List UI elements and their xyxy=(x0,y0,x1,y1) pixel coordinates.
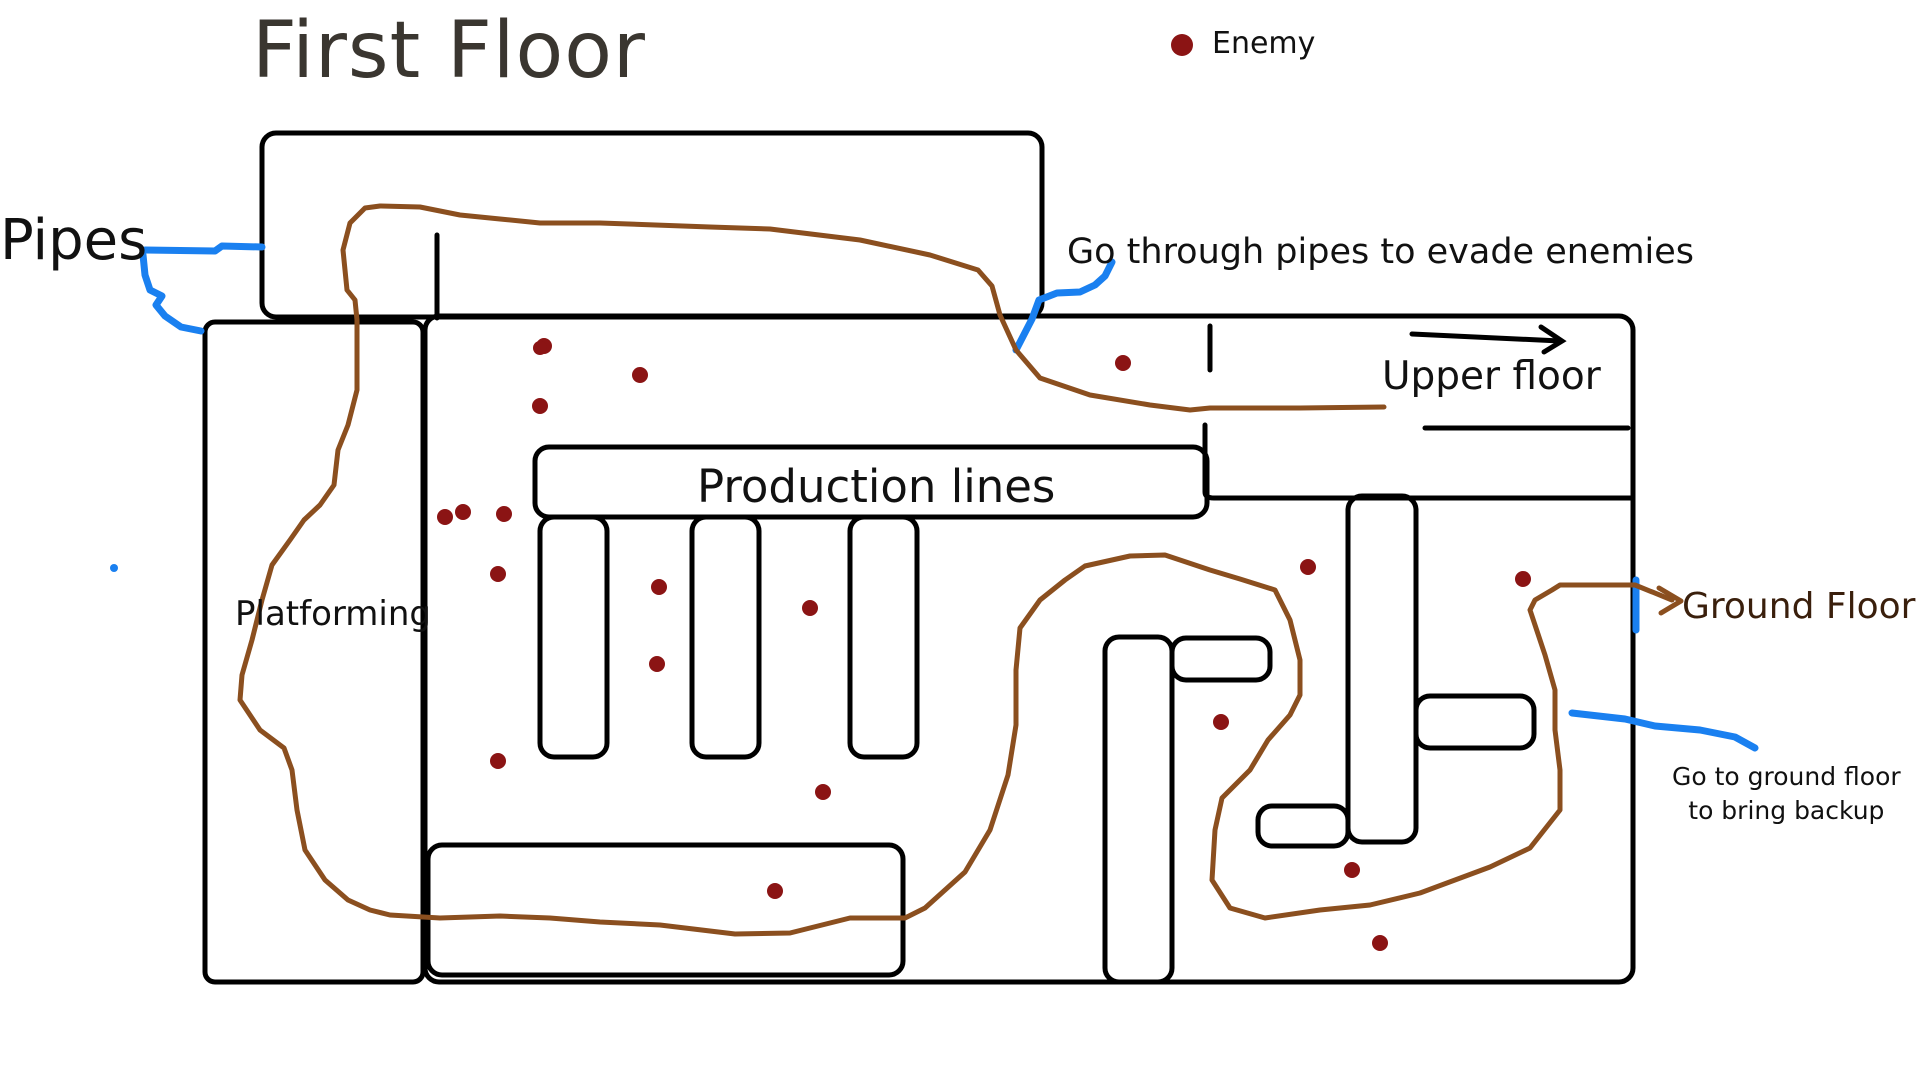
ground-floor-note: Go to ground floor to bring backup xyxy=(1672,760,1901,828)
enemy-dot xyxy=(1372,935,1388,951)
enemy-dot xyxy=(437,509,453,525)
enemy-dot xyxy=(649,656,665,672)
enemies xyxy=(437,338,1531,951)
block-small xyxy=(1255,803,1351,849)
walls xyxy=(202,130,1636,985)
enemy-dot xyxy=(455,504,471,520)
upper-floor-label: Upper floor xyxy=(1382,354,1601,399)
platforming-room xyxy=(202,319,426,985)
pipe-left-drop xyxy=(139,251,205,335)
lower-left-room xyxy=(425,842,906,978)
enemy-dot xyxy=(1344,862,1360,878)
pipe-ground xyxy=(1568,709,1759,752)
production-line-1 xyxy=(537,514,610,760)
pillar-right xyxy=(1345,493,1419,845)
ground-floor-label: Ground Floor xyxy=(1682,586,1916,627)
ground-note-line-2: to bring backup xyxy=(1688,796,1885,825)
production-lines-label: Production lines xyxy=(697,460,1056,513)
enemy-dot xyxy=(802,600,818,616)
pipe-dot xyxy=(110,564,118,572)
platforming-label: Platforming xyxy=(235,594,431,634)
enemy-dot xyxy=(1115,355,1131,371)
enemy-dot xyxy=(496,506,512,522)
route-path xyxy=(237,203,1675,937)
main-hall xyxy=(422,313,1636,985)
pipes-label: Pipes xyxy=(0,208,148,273)
production-line-2 xyxy=(689,514,762,760)
pillar-stub xyxy=(1169,635,1273,683)
enemy-dot xyxy=(632,367,648,383)
enemy-dot xyxy=(490,566,506,582)
enemy-dot xyxy=(490,753,506,769)
enemy-dot xyxy=(1300,559,1316,575)
pipe-left xyxy=(141,242,266,255)
upper-floor-ledge xyxy=(1202,422,1636,501)
pipe-top-right xyxy=(1012,258,1116,354)
pipes-note: Go through pipes to evade enemies xyxy=(1067,232,1695,272)
enemy-dot-icon xyxy=(1171,34,1193,56)
pipes xyxy=(139,242,1759,752)
enemy-dot xyxy=(651,579,667,595)
enemy-dot xyxy=(1213,714,1229,730)
enemy-dot xyxy=(532,398,548,414)
upper-floor-arrow-icon xyxy=(1409,324,1567,355)
enemy-dot xyxy=(1515,571,1531,587)
ground-note-line-1: Go to ground floor xyxy=(1672,762,1901,791)
pillar-tall xyxy=(1102,634,1175,985)
route xyxy=(237,203,1684,937)
enemy-dot xyxy=(767,883,783,899)
enemy-dot xyxy=(533,341,547,355)
legend-label: Enemy xyxy=(1212,26,1316,61)
enemy-dot xyxy=(815,784,831,800)
map-title: First Floor xyxy=(252,6,646,96)
block-right xyxy=(1413,693,1537,751)
route-arrow-icon xyxy=(1656,585,1684,616)
production-line-3 xyxy=(847,514,920,760)
